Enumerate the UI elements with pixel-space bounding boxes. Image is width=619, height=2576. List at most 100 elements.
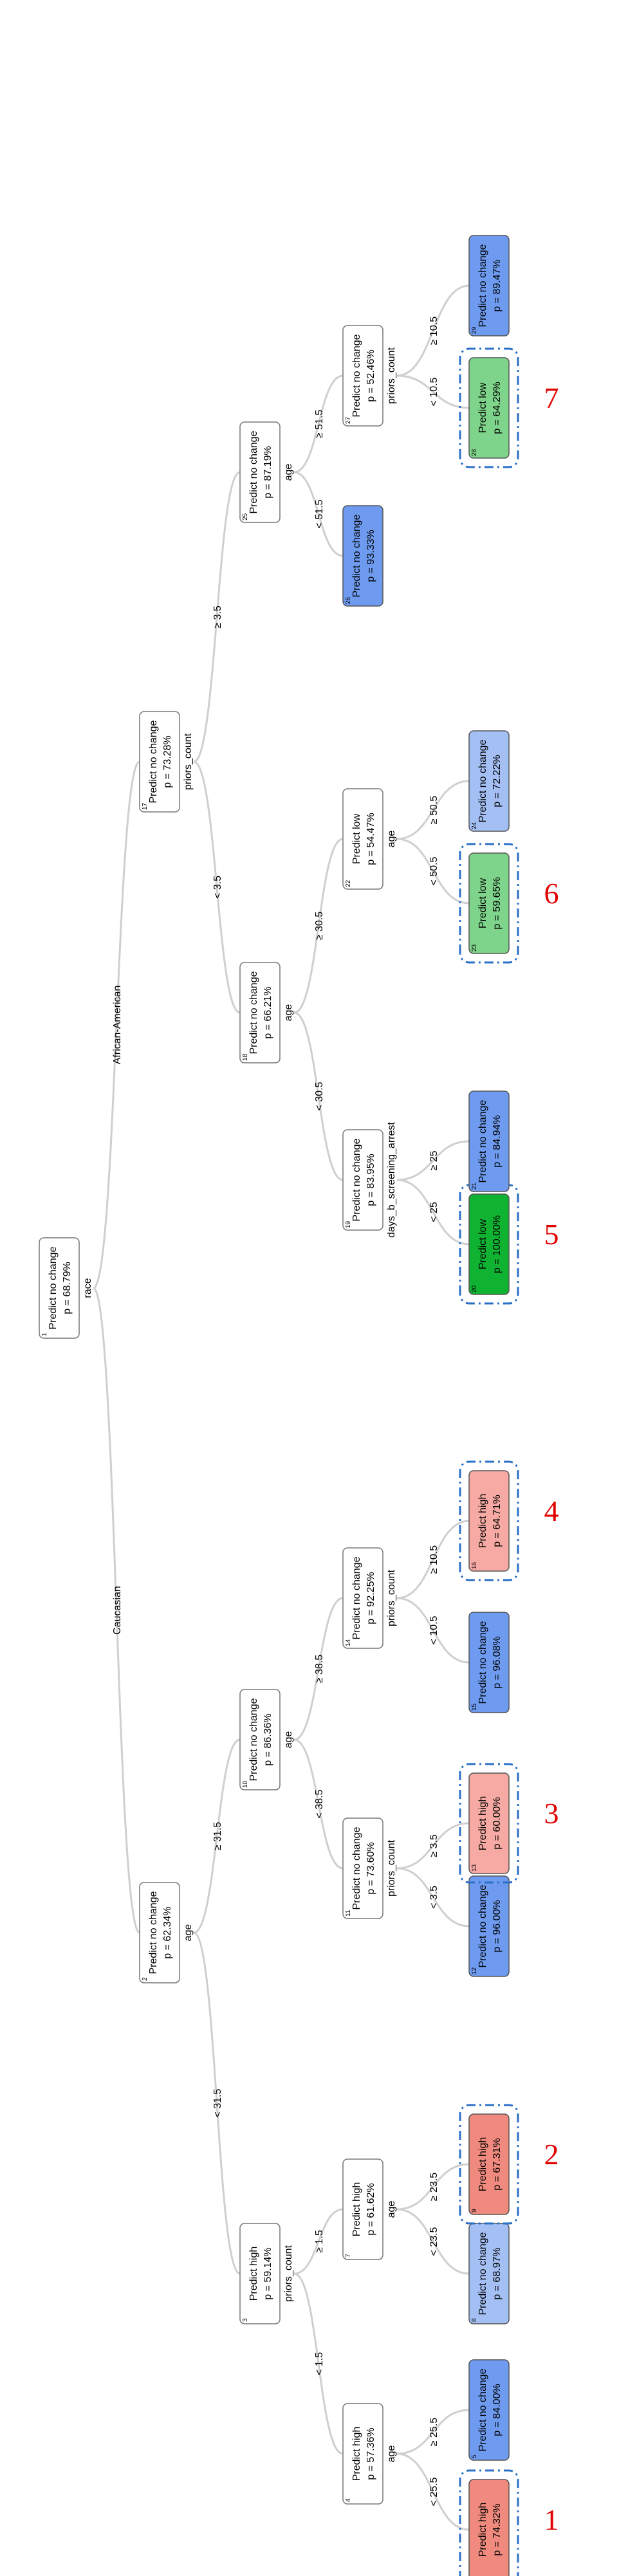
node-id: 4 [345, 2498, 352, 2502]
tree-edge [396, 1179, 470, 1246]
tree-edge [396, 1520, 470, 1599]
node-prediction: Predict no change [477, 739, 488, 822]
split-variable: priors_count [283, 2245, 294, 2302]
node-box [342, 1817, 383, 1919]
node-box [239, 421, 281, 523]
node-prediction: Predict no change [148, 720, 159, 803]
node-prediction: Predict low [477, 382, 488, 433]
node-probability: p = 60.00% [492, 1797, 503, 1849]
node-prediction: Predict high [477, 1796, 488, 1851]
node-id: 15 [471, 1703, 478, 1711]
tree-edge [193, 1931, 241, 2275]
node-id: 14 [345, 1639, 352, 1646]
tree-edge [193, 760, 241, 1014]
edge-label: ≥ 38.5 [314, 1655, 325, 1683]
node-prediction: Predict no change [351, 334, 362, 417]
node-id: 2 [142, 1977, 149, 1981]
node-prediction: Predict no change [477, 1884, 488, 1967]
node-prediction: Predict no change [351, 514, 362, 597]
edge-label: < 3.5 [429, 1886, 439, 1909]
node-probability: p = 84.94% [492, 1115, 503, 1167]
node-box [342, 2403, 383, 2505]
leaf-marker-number: 6 [544, 877, 559, 910]
node-box [468, 730, 510, 832]
edge-label: ≥ 25.5 [429, 2418, 439, 2446]
edge-label: < 30.5 [314, 1081, 325, 1110]
node-id: 23 [471, 944, 478, 952]
node-prediction: Predict no change [248, 971, 259, 1054]
leaf-marker-number: 4 [544, 1495, 559, 1527]
node-box [342, 788, 383, 890]
node-box [239, 1689, 281, 1790]
node-id: 29 [471, 326, 478, 334]
node-probability: p = 87.19% [263, 446, 273, 498]
node-prediction: Predict no change [148, 1891, 159, 1974]
edge-label: Caucasian [112, 1586, 123, 1635]
edge-label: < 25 [429, 1202, 439, 1222]
node-probability: p = 66.21% [263, 986, 273, 1038]
node-box [468, 2359, 510, 2461]
node-probability: p = 64.71% [492, 1495, 503, 1547]
node-prediction: Predict no change [48, 1246, 59, 1329]
node-probability: p = 73.28% [162, 735, 173, 787]
node-probability: p = 100.00% [492, 1215, 503, 1273]
node-prediction: Predict no change [351, 1556, 362, 1639]
node-box [342, 325, 383, 427]
tree-edge [293, 374, 344, 474]
node-prediction: Predict no change [477, 2232, 488, 2315]
node-probability: p = 52.46% [365, 349, 376, 401]
node-prediction: Predict high [477, 1494, 488, 1549]
split-variable: days_b_screening_arrest [386, 1122, 397, 1238]
tree-edge [293, 838, 344, 1014]
node-probability: p = 72.22% [492, 755, 503, 807]
split-variable: age [283, 464, 294, 481]
leaf-marker-number: 5 [544, 1218, 559, 1251]
split-variable: age [283, 1004, 294, 1022]
split-variable: priors_count [386, 1569, 397, 1626]
node-box [342, 1129, 383, 1231]
node-probability: p = 73.60% [365, 1842, 376, 1894]
node-probability: p = 96.00% [492, 1900, 503, 1952]
node-box [468, 1090, 510, 1192]
node-prediction: Predict low [477, 1219, 488, 1269]
split-variable: priors_count [183, 733, 194, 790]
node-probability: p = 92.25% [365, 1572, 376, 1624]
split-variable: age [386, 2201, 397, 2218]
tree-edge [396, 1822, 470, 1870]
edge-label: < 23.5 [429, 2227, 439, 2256]
node-probability: p = 83.95% [365, 1154, 376, 1206]
node-box [468, 2113, 510, 2215]
node-box [139, 1882, 180, 1983]
node-prediction: Predict no change [477, 2368, 488, 2451]
node-prediction: Predict no change [477, 1621, 488, 1704]
edge-label: ≥ 23.5 [429, 2173, 439, 2201]
node-probability: p = 68.79% [62, 1262, 73, 1314]
node-probability: p = 59.14% [263, 2247, 273, 2299]
split-variable: age [386, 2445, 397, 2463]
highlight-frame [459, 1460, 519, 1581]
edge-label: < 3.5 [212, 876, 223, 899]
node-id: 12 [471, 1967, 478, 1974]
tree-edge [396, 838, 470, 905]
node-probability: p = 93.33% [365, 529, 376, 582]
tree-edge [293, 471, 344, 557]
node-id: 10 [242, 1780, 249, 1788]
node-box [239, 2223, 281, 2324]
edge-label: < 38.5 [314, 1789, 325, 1818]
edge-label: ≥ 1.5 [314, 2230, 325, 2253]
tree-edge [396, 2452, 470, 2531]
